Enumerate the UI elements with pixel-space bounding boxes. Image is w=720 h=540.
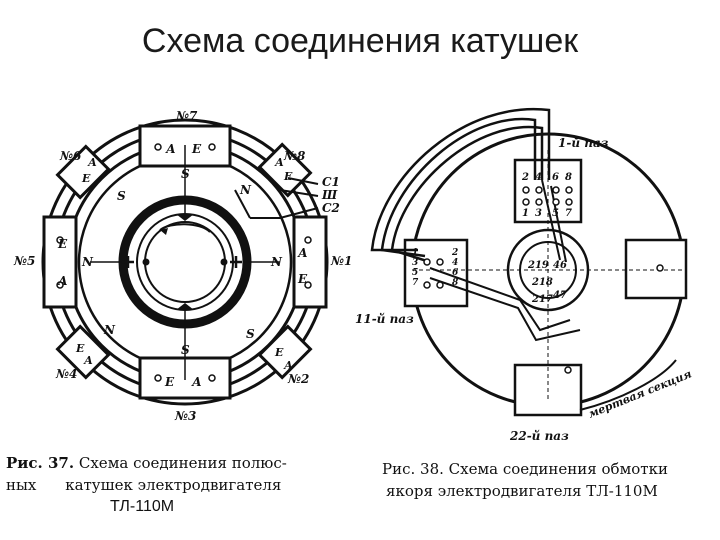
- commutator-number: 218: [531, 277, 553, 288]
- letter-e: Е: [297, 272, 308, 286]
- top-slot-number: 6: [552, 172, 559, 183]
- pole-right: [292, 215, 328, 309]
- lead-c1: [287, 177, 319, 185]
- pole-label-7: №7: [175, 109, 198, 123]
- letter-a: А: [274, 156, 284, 169]
- figure-38-caption-line2: якоря электродвигателя ТЛ-110М: [386, 482, 658, 500]
- figure-38-armature-winding: [370, 107, 688, 417]
- top-slot-number: 2: [521, 172, 529, 183]
- left-slot-number: 7: [412, 278, 419, 288]
- letter-e: Е: [283, 170, 293, 183]
- letter-e: Е: [57, 237, 68, 251]
- armature-inner-ring: [136, 213, 234, 311]
- top-slot-number: 8: [565, 172, 572, 183]
- pole-label-6: №6: [59, 149, 82, 163]
- figure-37-caption-line1: Схема соединения полюс-: [78, 454, 287, 472]
- top-slot-number: 1: [522, 208, 529, 219]
- slide-title: Схема соединения катушек: [141, 22, 579, 60]
- left-slot-number: 1: [412, 248, 418, 258]
- top-slot-number: 3: [535, 208, 542, 219]
- letter-n: N: [239, 183, 252, 197]
- armature-core: [144, 221, 226, 303]
- letter-e: Е: [75, 342, 85, 355]
- left-slot-number: 8: [452, 278, 459, 288]
- terminal-c1: С1: [322, 175, 340, 189]
- slot-label-1: 1-й паз: [558, 136, 609, 150]
- pole-top-right: [257, 142, 313, 198]
- figure-37-caption-line2: катушек электродвигателя: [65, 476, 282, 494]
- lead-sh: [279, 189, 319, 197]
- pole-top-left: [55, 144, 111, 200]
- figure-37-caption: Рис. 37. Схема соединения полюс- ных кат…: [6, 452, 346, 518]
- figure-37-pole-coils: [41, 118, 329, 406]
- figure-37-caption-line3: ТЛ-110М: [110, 498, 175, 515]
- letter-s: S: [117, 189, 126, 203]
- letter-e: Е: [274, 346, 284, 359]
- pole-label-4: №4: [55, 367, 77, 381]
- pole-left: [42, 215, 78, 309]
- letter-e: Е: [164, 375, 175, 389]
- terminal-sh: Ш: [321, 188, 338, 202]
- pole-label-8: №8: [283, 149, 306, 163]
- letter-e: Е: [191, 142, 202, 156]
- winding-conductors: [370, 107, 581, 342]
- pole-bottom-right: [257, 324, 313, 380]
- pole-bottom-left: [55, 324, 111, 380]
- pole-label-5: №5: [13, 254, 35, 268]
- commutator-number: 47: [553, 290, 567, 301]
- figure-37-number: Рис. 37.: [6, 454, 75, 472]
- commutator-number: 46: [553, 260, 567, 271]
- left-slot-number: 5: [412, 268, 418, 278]
- top-slot-number: 4: [535, 172, 542, 183]
- left-slot-number: 4: [452, 258, 458, 268]
- letter-a: А: [283, 359, 293, 372]
- letter-s: S: [181, 167, 190, 181]
- slot-label-11: 11-й паз: [355, 312, 414, 326]
- letter-a: А: [83, 354, 93, 367]
- letter-n: N: [81, 255, 94, 269]
- letter-n: N: [270, 255, 283, 269]
- pole-label-2: №2: [287, 372, 309, 386]
- commutator-number: 217: [531, 294, 553, 305]
- left-slot-number: 6: [452, 268, 459, 278]
- letter-a: А: [297, 246, 308, 260]
- pole-label-3: №3: [174, 409, 196, 423]
- letter-e: Е: [81, 172, 91, 185]
- left-slot-number: 2: [451, 248, 458, 258]
- figure-37-labels: №7 №8 №1 №2 №3 №4 №5 №6 С1 Ш С2 А Е S Е …: [13, 109, 352, 423]
- top-slot-number: 7: [565, 208, 572, 219]
- letter-a: А: [191, 375, 202, 389]
- terminal-c2: С2: [322, 201, 340, 215]
- figure-38-caption-line1: Схема соединения обмотки: [448, 460, 668, 478]
- lead-c2: [250, 207, 319, 219]
- rotation-arrow: [159, 223, 211, 233]
- letter-s: S: [246, 327, 255, 341]
- figure-38-caption: Рис. 38. Схема соединения обмотки якоря …: [382, 458, 716, 502]
- figure-38-number: Рис. 38.: [382, 460, 444, 478]
- letter-n: N: [103, 323, 116, 337]
- slot-box-right: [624, 238, 688, 300]
- slot-label-22: 22-й паз: [509, 429, 569, 443]
- left-slot-number: 3: [412, 258, 418, 268]
- dead-section-line: [579, 359, 677, 411]
- top-slot-number: 5: [552, 208, 559, 219]
- letter-s: S: [181, 343, 190, 357]
- letter-a: А: [165, 142, 176, 156]
- brush-top: [176, 214, 194, 221]
- letter-a: А: [57, 274, 68, 288]
- commutator-number: 219: [527, 260, 549, 271]
- letter-a: А: [87, 156, 97, 169]
- brush-bottom: [176, 303, 194, 310]
- figure-37-caption-prefix: ных: [6, 476, 37, 494]
- pole-label-1: №1: [330, 254, 352, 268]
